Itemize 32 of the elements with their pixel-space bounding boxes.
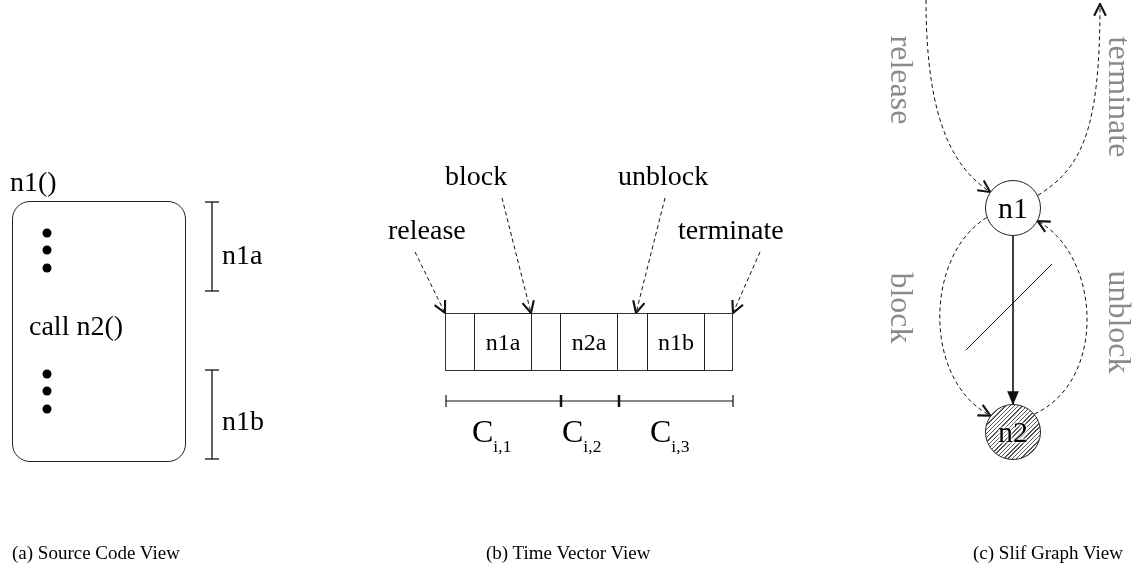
dashed-arrow <box>925 0 992 193</box>
segment-box <box>474 313 532 371</box>
time-vector-bar <box>445 313 733 371</box>
caption: (a) Source Code View <box>12 543 180 564</box>
segment-label: n1b <box>658 330 694 354</box>
segment-box <box>647 313 705 371</box>
node-label: n1 <box>998 193 1028 223</box>
dashed-arrow <box>939 217 992 417</box>
dashed-arrow <box>632 197 666 315</box>
dashed-arrow <box>501 197 535 315</box>
arrow <box>1007 235 1019 406</box>
duration-label: C$_{i,2}$ <box>562 414 602 456</box>
dashed-arrow <box>1033 220 1088 415</box>
event-label: block <box>445 160 508 192</box>
node-circle <box>985 180 1041 236</box>
duration-label: C$_{i,3}$ <box>650 414 690 456</box>
dashed-arrow <box>414 251 447 315</box>
caption: (c) Slif Graph View <box>973 543 1123 564</box>
dashed-arrow <box>1037 2 1107 196</box>
caption: (b) Time Vector View <box>486 543 651 564</box>
dimension-label: n1a <box>222 240 263 271</box>
code-line: call n2() <box>29 310 124 342</box>
segment-label: n1a <box>485 330 521 354</box>
segment-label: n2a <box>571 330 607 354</box>
event-label: unblock <box>618 160 709 192</box>
dimension-label: n1b <box>222 406 264 437</box>
function-name: n1() <box>10 166 57 198</box>
duration-label: C$_{i,1}$ <box>472 414 512 456</box>
segment-box <box>560 313 618 371</box>
dashed-arrow <box>731 251 761 315</box>
event-label: release <box>388 214 466 246</box>
event-label: terminate <box>678 214 784 246</box>
